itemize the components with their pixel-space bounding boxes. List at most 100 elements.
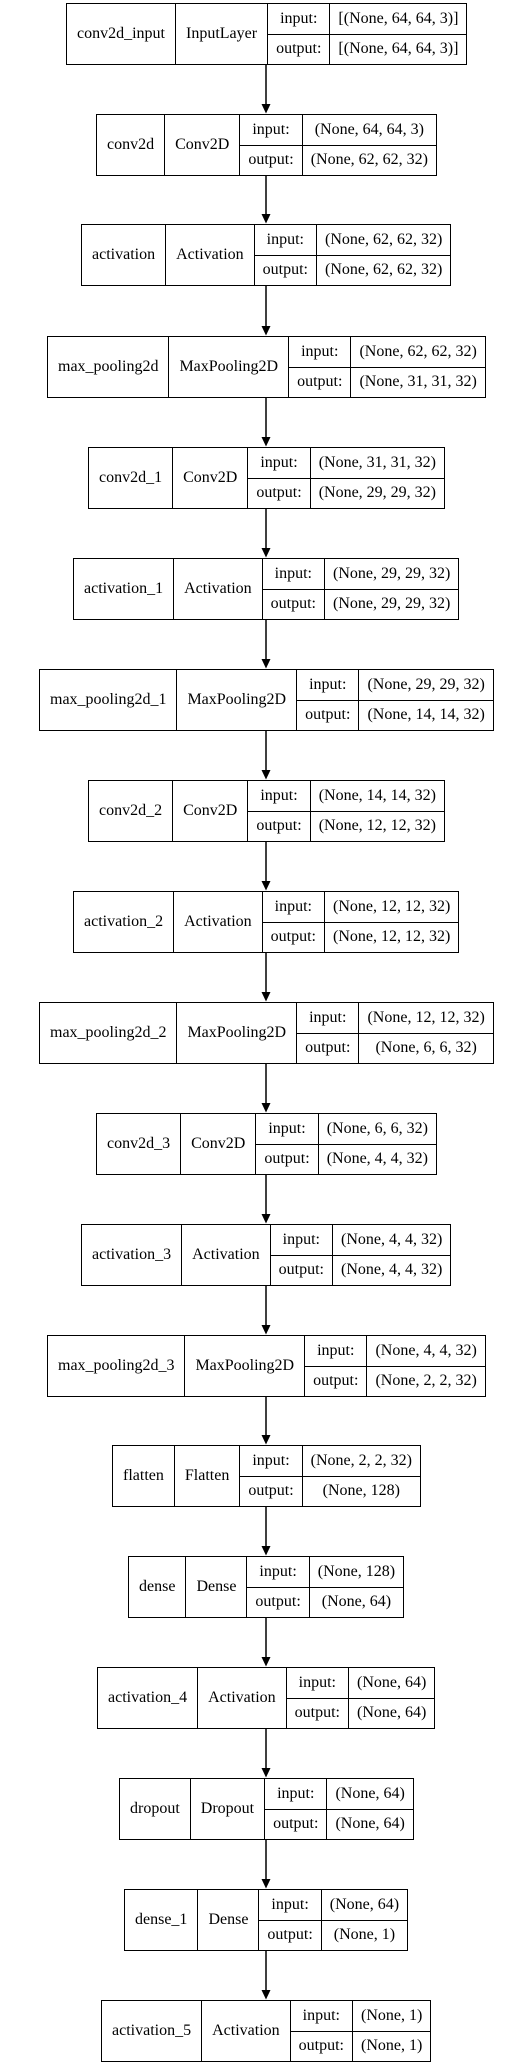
layer-name: activation_4 bbox=[108, 1689, 188, 1706]
layer-name: max_pooling2d_1 bbox=[50, 691, 167, 708]
arrowhead-icon bbox=[261, 659, 271, 669]
arrowhead-icon bbox=[261, 1768, 271, 1778]
layer-type: Flatten bbox=[173, 1446, 239, 1506]
output-label: output: bbox=[240, 1475, 302, 1507]
io-labels: input:output: bbox=[296, 670, 359, 730]
input-label: input: bbox=[280, 9, 318, 27]
output-shape: (None, 64) bbox=[327, 1808, 413, 1840]
io-shapes: (None, 2, 2, 32) (None, 128) bbox=[301, 1446, 420, 1507]
layer-name: conv2d_1 bbox=[99, 469, 163, 486]
input-shape: (None, 64) bbox=[356, 1673, 427, 1691]
layer-name: activation bbox=[92, 246, 156, 263]
output-label: output: bbox=[290, 2030, 352, 2062]
io-labels: input:output: bbox=[255, 1114, 318, 1175]
output-shape: (None, 1) bbox=[321, 1919, 408, 1951]
layer-type: MaxPooling2D bbox=[176, 670, 296, 730]
input-shape: (None, 31, 31, 32) bbox=[318, 453, 436, 471]
arrowhead-icon bbox=[261, 770, 271, 780]
layer-type: Conv2D bbox=[164, 115, 239, 175]
io-shapes: (None, 62, 62, 32) (None, 31, 31, 32) bbox=[350, 337, 485, 398]
output-label: output: bbox=[289, 366, 351, 398]
layer-name: dense bbox=[139, 1578, 176, 1595]
output-label: output: bbox=[268, 33, 330, 65]
layer-name: flatten bbox=[123, 1467, 164, 1484]
io-shapes: (None, 64) (None, 1) bbox=[320, 1890, 408, 1951]
io-shapes: (None, 29, 29, 32) (None, 29, 29, 32) bbox=[323, 559, 459, 620]
arrowhead-icon bbox=[261, 1657, 271, 1667]
io-shapes: (None, 64)(None, 64) bbox=[347, 1668, 435, 1728]
output-label: output: bbox=[286, 1697, 348, 1729]
output-label: output: bbox=[256, 1143, 318, 1175]
arrowhead-icon bbox=[261, 1879, 271, 1889]
io-labels: input: output: bbox=[258, 1890, 321, 1951]
input-label: input: bbox=[277, 1784, 315, 1802]
input-label: input: bbox=[298, 1673, 336, 1691]
layer-type: MaxPooling2D bbox=[168, 337, 288, 397]
input-label: input: bbox=[259, 1562, 297, 1580]
arrowhead-icon bbox=[261, 326, 271, 336]
output-shape: (None, 31, 31, 32) bbox=[351, 366, 485, 398]
arrowhead-icon bbox=[261, 881, 271, 891]
layer-name: conv2d bbox=[107, 136, 155, 153]
input-shape: (None, 14, 14, 32) bbox=[318, 786, 436, 804]
input-label: input: bbox=[301, 342, 339, 360]
layer-type: Conv2D bbox=[172, 781, 247, 841]
input-shape: (None, 4, 4, 32) bbox=[375, 1341, 477, 1359]
output-label: output: bbox=[265, 1808, 327, 1840]
input-shape: (None, 6, 6, 32) bbox=[326, 1119, 428, 1137]
layer-type: Activation bbox=[197, 1668, 286, 1728]
io-labels: input:output: bbox=[239, 115, 302, 175]
io-shapes: (None, 62, 62, 32)(None, 62, 62, 32) bbox=[315, 225, 451, 285]
output-shape: (None, 29, 29, 32) bbox=[324, 588, 459, 620]
layer-type: Activation bbox=[173, 892, 262, 952]
input-label: input: bbox=[260, 786, 298, 804]
output-shape: [(None, 64, 64, 3)] bbox=[330, 33, 467, 65]
output-shape: (None, 64) bbox=[309, 1586, 404, 1618]
io-labels: input: output: bbox=[267, 4, 330, 65]
layer-name: conv2d_2 bbox=[99, 802, 163, 819]
input-shape: (None, 12, 12, 32) bbox=[332, 897, 451, 915]
output-label: output: bbox=[248, 477, 310, 509]
input-shape: (None, 2, 2, 32) bbox=[310, 1451, 412, 1469]
arrowhead-icon bbox=[261, 1214, 271, 1224]
output-shape: (None, 128) bbox=[302, 1475, 420, 1507]
input-label: input: bbox=[252, 120, 290, 138]
input-shape: (None, 64, 64, 3) bbox=[314, 120, 424, 138]
io-shapes: (None, 31, 31, 32)(None, 29, 29, 32) bbox=[309, 448, 444, 508]
layer-type: Activation bbox=[173, 559, 262, 619]
layer-name: max_pooling2d_2 bbox=[50, 1024, 167, 1041]
layer-name: activation_5 bbox=[112, 2022, 192, 2039]
io-labels: input: output: bbox=[264, 1779, 327, 1840]
output-shape: (None, 62, 62, 32) bbox=[302, 144, 436, 176]
input-shape: (None, 62, 62, 32) bbox=[324, 230, 443, 248]
input-shape: (None, 4, 4, 32) bbox=[340, 1230, 443, 1248]
input-shape: (None, 64) bbox=[329, 1895, 400, 1913]
output-shape: (None, 2, 2, 32) bbox=[367, 1365, 485, 1397]
io-shapes: (None, 128)(None, 64) bbox=[308, 1557, 404, 1618]
layer-type: InputLayer bbox=[175, 4, 267, 64]
layer-name: dropout bbox=[130, 1800, 180, 1817]
layer-name: activation_1 bbox=[84, 580, 164, 597]
io-shapes: (None, 12, 12, 32)(None, 12, 12, 32) bbox=[323, 892, 459, 952]
io-shapes: (None, 64, 64, 3) (None, 62, 62, 32) bbox=[301, 115, 436, 176]
io-labels: input:output: bbox=[304, 1336, 367, 1396]
output-label: output: bbox=[297, 1032, 359, 1064]
input-label: input: bbox=[271, 1895, 309, 1913]
input-shape: (None, 29, 29, 32) bbox=[332, 564, 451, 582]
arrowhead-icon bbox=[261, 1103, 271, 1113]
arrowhead-icon bbox=[261, 1990, 271, 2000]
input-shape: (None, 62, 62, 32) bbox=[359, 342, 477, 360]
output-label: output: bbox=[270, 1254, 332, 1286]
output-label: output: bbox=[259, 1919, 321, 1951]
input-label: input: bbox=[282, 1230, 320, 1248]
